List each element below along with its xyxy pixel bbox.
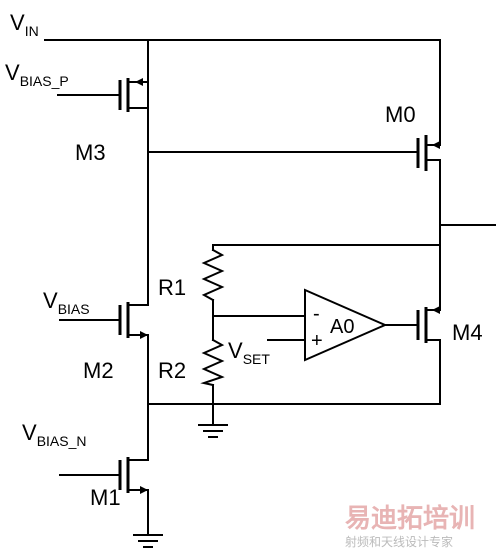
watermark-title: 易迪拓培训 — [345, 504, 475, 534]
ground-symbol-r2 — [198, 424, 228, 438]
m0-label: M0 — [385, 102, 416, 127]
vbias-label: VBIAS — [43, 288, 90, 317]
m3-label: M3 — [75, 140, 106, 165]
wires — [44, 39, 496, 536]
opamp-plus-sign: + — [311, 330, 323, 352]
m1-label: M1 — [90, 485, 121, 510]
vin-label: VIN — [10, 10, 39, 39]
ground-symbol-m1 — [133, 534, 163, 548]
opamp-label: A0 — [330, 316, 354, 338]
m4-label: M4 — [452, 320, 483, 345]
vset-label: VSET — [228, 338, 270, 367]
m4-arrow — [432, 306, 440, 314]
r2-label: R2 — [158, 358, 186, 383]
r1-label: R1 — [158, 275, 186, 300]
m2-label: M2 — [83, 358, 114, 383]
m1-transistor — [59, 457, 149, 494]
m3-transistor — [57, 78, 149, 112]
m2-arrow — [140, 331, 148, 339]
m3-arrow — [135, 78, 143, 86]
r1-resistor — [201, 248, 225, 302]
m2-transistor — [59, 299, 149, 339]
m4-transistor — [416, 304, 441, 343]
vbias-n-label: VBIAS_N — [22, 420, 87, 449]
m0-transistor — [416, 135, 441, 171]
m0-arrow — [432, 141, 440, 149]
watermark-subtitle: 射频和天线设计专家 — [345, 534, 453, 549]
opamp-a0 — [304, 288, 388, 362]
r2-resistor — [200, 338, 225, 387]
m1-arrow — [140, 486, 148, 494]
vin-rail — [44, 39, 441, 146]
ground-node-wire — [147, 339, 441, 405]
vbias-p-label: VBIAS_P — [5, 60, 69, 89]
opamp-minus-sign: - — [313, 303, 320, 325]
r1-top-wire — [212, 244, 441, 251]
